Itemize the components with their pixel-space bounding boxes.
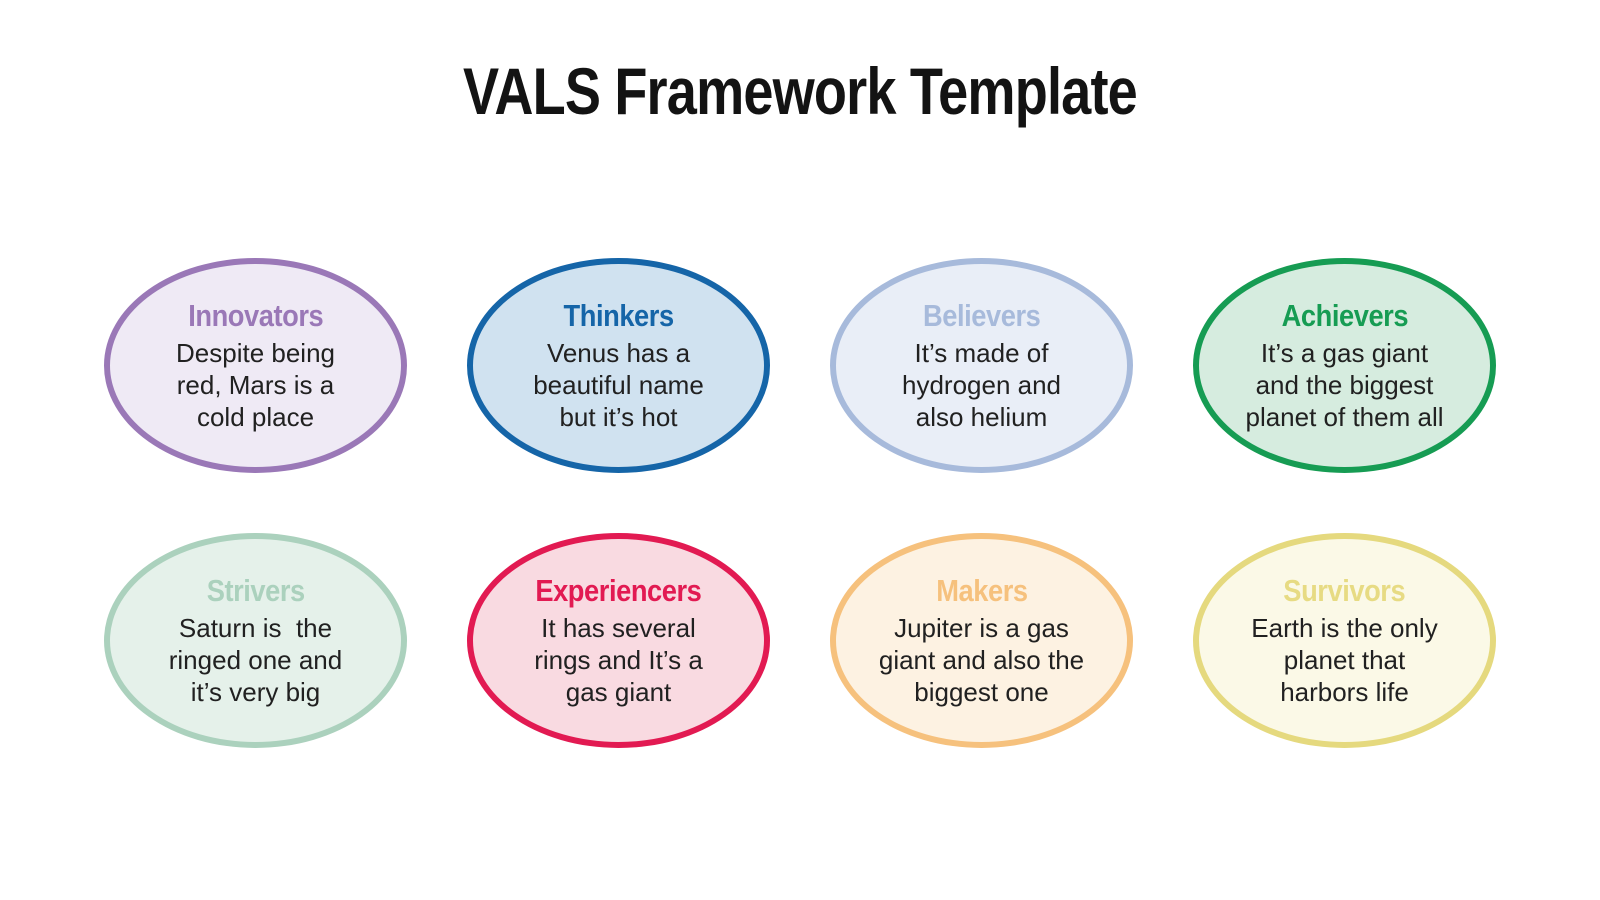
segment-title: Achievers	[1281, 298, 1408, 333]
segment-title: Survivors	[1283, 573, 1406, 608]
segment-description: Venus has a beautiful name but it’s hot	[533, 338, 704, 432]
vals-segment-innovators: Innovators Despite being red, Mars is a …	[104, 258, 407, 473]
segment-title: Thinkers	[563, 298, 674, 333]
segment-title: Believers	[922, 298, 1041, 333]
page-title: VALS Framework Template	[463, 54, 1138, 128]
segment-description: It has several rings and It’s a gas gian…	[534, 613, 703, 707]
segment-description: Earth is the only planet that harbors li…	[1251, 613, 1438, 707]
segment-title: Innovators	[187, 298, 324, 333]
segment-description: It’s made of hydrogen and also helium	[901, 338, 1062, 432]
vals-segment-believers: Believers It’s made of hydrogen and also…	[830, 258, 1133, 473]
vals-segment-makers: Makers Jupiter is a gas giant and also t…	[830, 533, 1133, 748]
vals-segment-achievers: Achievers It’s a gas giant and the bigge…	[1193, 258, 1496, 473]
segment-description: Jupiter is a gas giant and also the bigg…	[878, 613, 1085, 707]
segment-title: Makers	[935, 573, 1028, 608]
segment-title: Strivers	[206, 573, 305, 608]
segment-title: Experiencers	[535, 573, 702, 608]
vals-segment-strivers: Strivers Saturn is the ringed one and it…	[104, 533, 407, 748]
vals-segment-experiencers: Experiencers It has several rings and It…	[467, 533, 770, 748]
vals-segment-survivors: Survivors Earth is the only planet that …	[1193, 533, 1496, 748]
vals-segment-thinkers: Thinkers Venus has a beautiful name but …	[467, 258, 770, 473]
segment-description: It’s a gas giant and the biggest planet …	[1245, 338, 1444, 432]
vals-segments-grid: Innovators Despite being red, Mars is a …	[0, 258, 1600, 748]
segment-description: Despite being red, Mars is a cold place	[176, 338, 335, 432]
segment-description: Saturn is the ringed one and it’s very b…	[168, 613, 343, 707]
